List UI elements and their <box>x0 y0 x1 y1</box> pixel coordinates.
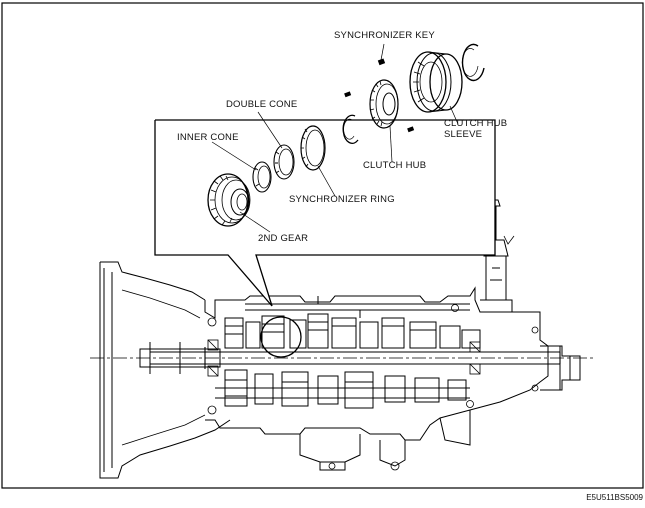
clutch-hub-sleeve-part <box>409 51 463 113</box>
shift-lever <box>480 199 513 312</box>
second-gear-part <box>207 173 251 227</box>
double-cone-part <box>273 144 295 180</box>
synchronizer-keys-part <box>344 58 415 133</box>
shift-rail <box>245 296 470 318</box>
figure-code: E5U511BS5009 <box>586 493 643 502</box>
label-synchronizer-ring: SYNCHRONIZER RING <box>289 194 395 205</box>
label-clutch-hub: CLUTCH HUB <box>363 160 426 171</box>
label-clutch-hub-sleeve-line1: CLUTCH HUB <box>444 118 507 129</box>
label-double-cone: DOUBLE CONE <box>226 99 297 110</box>
lower-case <box>299 410 471 471</box>
counter-shaft <box>215 387 470 399</box>
leader-lines <box>211 43 459 233</box>
detail-highlight-circle <box>260 316 302 358</box>
main-case <box>204 286 549 441</box>
label-second-gear: 2ND GEAR <box>258 233 308 244</box>
callout-box <box>154 119 496 307</box>
clutch-hub-part <box>369 79 399 129</box>
main-shaft-gears <box>224 313 481 349</box>
input-shaft <box>139 342 221 374</box>
snap-ring-large <box>461 43 485 82</box>
label-clutch-hub-sleeve-line2: SLEEVE <box>444 129 482 140</box>
synchronizer-ring-part <box>300 125 326 171</box>
bearings <box>207 339 481 377</box>
counter-shaft-gears <box>224 369 467 409</box>
bell-housing-inner <box>121 289 206 446</box>
detail-callout: SYNCHRONIZER KEY DOUBLE CONE INNER CONE … <box>154 30 507 307</box>
bell-housing <box>99 261 231 479</box>
main-shaft <box>150 347 561 369</box>
transmission-cross-section <box>90 199 595 479</box>
label-synchronizer-key: SYNCHRONIZER KEY <box>334 30 435 41</box>
label-inner-cone: INNER CONE <box>177 132 239 143</box>
snap-ring-small <box>342 114 359 144</box>
inner-cone-part <box>252 161 272 193</box>
case-bolts <box>207 304 539 471</box>
figure-frame <box>1 2 644 489</box>
